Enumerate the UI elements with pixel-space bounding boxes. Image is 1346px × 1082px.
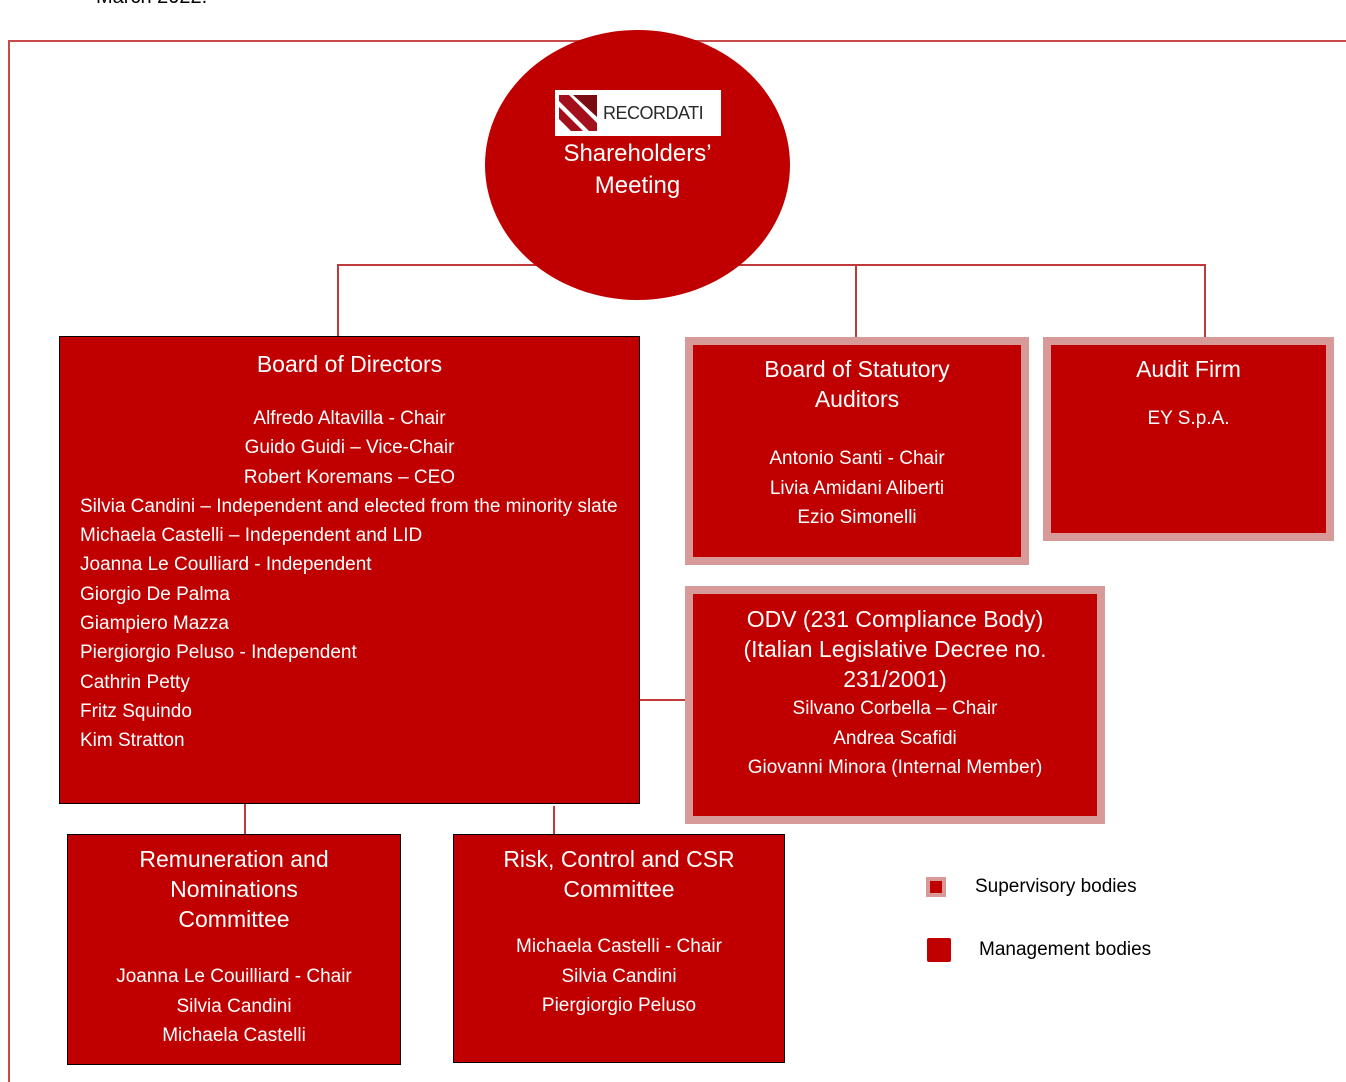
legend-supervisory: Supervisory bodies (926, 876, 1137, 898)
member-line: Ezio Simonelli (797, 507, 917, 528)
statutory-auditors-members: Antonio Santi - Chair Livia Amidani Alib… (693, 444, 1021, 533)
member-line: Silvia Candini (176, 995, 292, 1017)
member-line: Antonio Santi - Chair (769, 448, 945, 469)
member-line: Kim Stratton (80, 730, 185, 752)
member-line: Fritz Squindo (80, 700, 192, 722)
connector-to-audit-firm (1204, 264, 1206, 337)
member-line: Michaela Castelli - Chair (516, 936, 722, 957)
board-of-directors-box: Board of Directors Alfredo Altavilla - C… (59, 336, 640, 804)
connector-to-risk-control (553, 806, 555, 858)
connector-to-board-of-directors (337, 264, 339, 337)
legend-supervisory-label: Supervisory bodies (975, 876, 1137, 897)
member-line: Giovanni Minora (Internal Member) (747, 757, 1043, 778)
member-line: Cathrin Petty (80, 671, 190, 693)
member-line: Piergiorgio Peluso (541, 995, 697, 1016)
supervisory-swatch-icon (926, 877, 946, 897)
top-fragment-text: March 2022. (96, 0, 207, 9)
board-of-directors-title: Board of Directors (256, 351, 443, 377)
member-line: Giampiero Mazza (80, 613, 229, 635)
legend-management: Management bodies (927, 938, 1151, 962)
member-line: Joanna Le Coulliard - Independent (80, 554, 372, 576)
frame-left-line (8, 40, 10, 1082)
recordati-logo: RECORDATI (555, 90, 721, 136)
member-line: Silvia Candini – Independent and elected… (80, 495, 618, 517)
remuneration-committee-box: Remuneration and Nominations Committee J… (67, 834, 401, 1065)
recordati-logo-mark-icon (559, 95, 597, 131)
audit-firm-box: Audit Firm EY S.p.A. (1043, 337, 1334, 541)
member-line: Silvano Corbella – Chair (792, 698, 998, 719)
member-line: Michaela Castelli (162, 1025, 306, 1046)
odv-box: ODV (231 Compliance Body) (Italian Legis… (685, 586, 1105, 824)
member-line: Andrea Scafidi (833, 727, 957, 749)
board-of-directors-members: Alfredo Altavilla - Chair Guido Guidi – … (60, 404, 639, 756)
member-line: Joanna Le Couilliard - Chair (116, 966, 352, 987)
member-line: Livia Amidani Aliberti (769, 477, 945, 499)
risk-control-committee-box: Risk, Control and CSR Committee Michaela… (453, 834, 785, 1063)
risk-control-committee-members: Michaela Castelli - Chair Silvia Candini… (454, 932, 784, 1021)
statutory-auditors-title: Board of Statutory Auditors (764, 356, 950, 412)
odv-title: ODV (231 Compliance Body) (Italian Legis… (743, 606, 1047, 692)
connector-to-statutory-auditors (855, 264, 857, 337)
statutory-auditors-box: Board of Statutory Auditors Antonio Sant… (685, 337, 1029, 565)
member-line: Giorgio De Palma (80, 583, 230, 605)
member-line: Piergiorgio Peluso - Independent (80, 642, 357, 664)
remuneration-committee-title: Remuneration and Nominations Committee (139, 846, 329, 932)
connector-to-odv (639, 699, 687, 701)
logo-text: RECORDATI (603, 102, 704, 123)
shareholders-meeting-title: Shareholders’ Meeting (563, 140, 712, 199)
connector-to-remuneration (244, 802, 246, 834)
member-line: Michaela Castelli – Independent and LID (80, 525, 423, 547)
audit-firm-members: EY S.p.A. (1051, 404, 1326, 434)
shareholders-meeting-node: RECORDATI Shareholders’ Meeting (485, 30, 790, 300)
audit-firm-title: Audit Firm (1136, 356, 1241, 382)
odv-members: Silvano Corbella – Chair Andrea Scafidi … (693, 694, 1097, 783)
remuneration-committee-members: Joanna Le Couilliard - Chair Silvia Cand… (68, 962, 400, 1051)
member-line: Alfredo Altavilla - Chair (253, 408, 446, 429)
legend-management-label: Management bodies (979, 939, 1152, 960)
connector-horizontal-top (338, 264, 1206, 266)
risk-control-committee-title: Risk, Control and CSR Committee (503, 846, 735, 902)
member-line: EY S.p.A. (1147, 408, 1230, 429)
member-line: Guido Guidi – Vice-Chair (244, 437, 455, 459)
member-line: Robert Koremans – CEO (243, 466, 456, 488)
member-line: Silvia Candini (561, 965, 677, 987)
management-swatch-icon (927, 938, 951, 962)
